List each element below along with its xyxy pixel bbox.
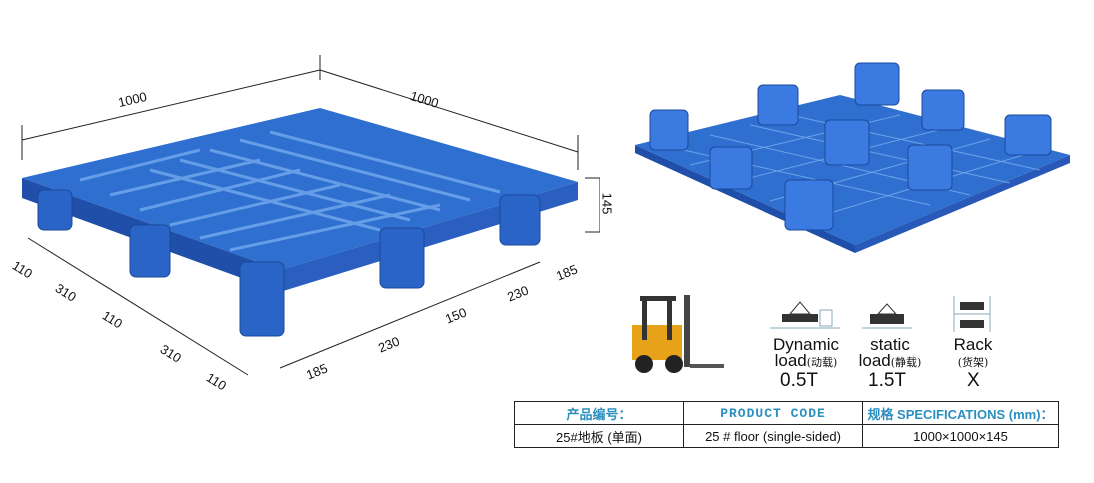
dynamic-load-label: Dynamic load(动载) [772, 335, 840, 370]
dim-height: 145 [599, 192, 615, 215]
pallet-bottom-view-illustration [635, 62, 1070, 253]
header-specifications: 规格 SPECIFICATIONS (mm)： [862, 401, 1059, 425]
header-product-number: 产品编号： [514, 401, 684, 425]
spec-table-row: 25#地板 (单面) 25 # floor (single-sided) 100… [514, 424, 1059, 448]
spec-table-header-row: 产品编号： PRODUCT CODE 规格 SPECIFICATIONS (mm… [514, 401, 1059, 425]
cell-product-number: 25#地板 (单面) [514, 424, 684, 448]
dynamic-load-icon [770, 301, 840, 329]
spec-table: 产品编号： PRODUCT CODE 规格 SPECIFICATIONS (mm… [514, 401, 1059, 448]
static-load-icon [862, 303, 912, 329]
static-load-label: static load(静载) [858, 335, 922, 370]
dimension-lines [21, 55, 600, 376]
cell-product-code: 25 # floor (single-sided) [683, 424, 863, 448]
static-load-value: 1.5T [868, 370, 907, 391]
forklift-image [632, 295, 724, 373]
cell-specifications: 1000×1000×145 [862, 424, 1059, 448]
pallet-body [22, 108, 578, 337]
pallet-top-view-illustration [21, 55, 600, 376]
rack-icon [953, 296, 991, 332]
rack-value: X [967, 370, 980, 391]
rack-label: Rack (货架) [953, 335, 993, 369]
dynamic-load-value: 0.5T [780, 370, 819, 391]
header-product-code: PRODUCT CODE [683, 401, 863, 425]
